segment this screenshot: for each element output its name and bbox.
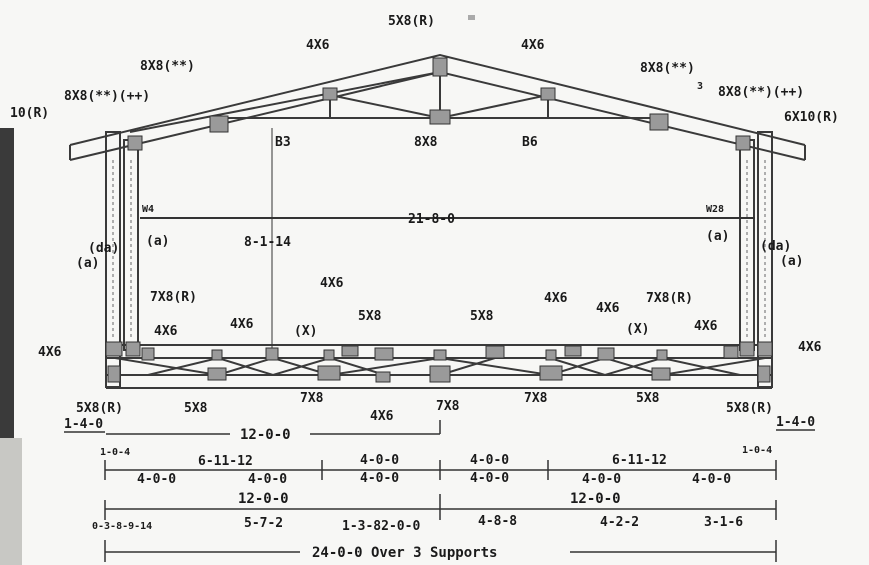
right-8x8-label: 8X8(**) (640, 61, 695, 76)
dimension-row-3: 12-0-0 12-0-0 (104, 491, 777, 520)
mid-4x6-label: 4X6 (320, 276, 344, 291)
dim-row2-2: 4-0-0 (360, 471, 399, 486)
br-5x8-label: 5X8 (636, 391, 660, 406)
right-8x8-pp-label: 8X8(**)(++) (718, 85, 804, 100)
br-5x8r-label: 5X8(R) (726, 401, 773, 416)
dim-row1-5: 1-0-4 (742, 445, 772, 456)
b-7x8-left-label: 7X8 (300, 391, 324, 406)
a-left-outer-label: (a) (76, 256, 99, 271)
background-photo-strip-light (0, 438, 22, 565)
dimension-row-1: 1-0-4 6-11-12 4-0-0 4-0-0 6-11-12 1-0-4 (100, 445, 777, 480)
dim-row1-0: 1-0-4 (100, 447, 130, 458)
plates (105, 57, 773, 383)
b-7x8-center-label: 7X8 (436, 399, 460, 414)
right-4x6-b-label: 4X6 (596, 301, 620, 316)
dim-row4-0: 0-3-8-9-14 (92, 521, 152, 532)
x-right-label: (X) (626, 322, 649, 337)
bl-5x8-label: 5X8 (184, 401, 208, 416)
clear-span-label: 21-8-0 (408, 212, 455, 227)
dim-row4-1: 5-7-2 (244, 516, 283, 531)
b-4x6-label: 4X6 (370, 409, 394, 424)
dim-row2-5: 4-0-0 (692, 472, 731, 487)
vertical-posts (105, 131, 773, 388)
left-5x8-label: 5X8 (358, 309, 382, 324)
dim-row4-4: 4-2-2 (600, 515, 639, 530)
dim-row1-2: 4-0-0 (360, 453, 399, 468)
post-hatching (112, 160, 766, 340)
dim-row3-0: 12-0-0 (238, 491, 289, 507)
right-4x6-a-label: 4X6 (544, 291, 568, 306)
left-8x8-label: 8X8(**) (140, 59, 195, 74)
w4-label: W4 (142, 204, 154, 215)
overall-dim-label: 24-0-0 Over 3 Supports (312, 545, 497, 561)
dim-row3-1: 12-0-0 (570, 491, 621, 507)
dim-row4-2: 1-3-82-0-0 (342, 519, 420, 534)
dim-row4-5: 3-1-6 (704, 515, 743, 530)
x-left-label: (X) (294, 324, 317, 339)
dim-row2-0: 4-0-0 (137, 472, 176, 487)
dimension-row-2: 4-0-0 4-0-0 4-0-0 4-0-0 4-0-0 4-0-0 (137, 471, 731, 487)
overall-dimension: 24-0-0 Over 3 Supports (104, 540, 777, 562)
left-4x6-lo-label: 4X6 (154, 324, 178, 339)
background-photo-strip (0, 128, 14, 438)
dim-row1-1: 6-11-12 (198, 454, 253, 469)
a-left-inner-label: (a) (146, 234, 169, 249)
top-right-4x6-label: 4X6 (521, 38, 545, 53)
left-10r-label: 10(R) (10, 106, 49, 121)
dim-row1-4: 6-11-12 (612, 453, 667, 468)
dim-row2-4: 4-0-0 (582, 472, 621, 487)
right-8x8-superscript: 3 (697, 81, 703, 92)
left-4x6-mid-label: 4X6 (230, 317, 254, 332)
apex-plate-label: 5X8(R) (388, 14, 435, 29)
b6-label: B6 (522, 135, 538, 150)
right-4x6-lo-label: 4X6 (694, 319, 718, 334)
far-right-4x6-label: 4X6 (798, 340, 822, 355)
a-right-inner-label: (a) (706, 229, 729, 244)
top-chord (69, 53, 806, 161)
bl-5x8r-label: 5X8(R) (76, 401, 123, 416)
left-7x8r-label: 7X8(R) (150, 290, 197, 305)
height-dim-label: 8-1-14 (244, 235, 291, 250)
far-left-4x6-label: 4X6 (38, 345, 62, 360)
dim-row4-3: 4-8-8 (478, 514, 517, 529)
right-5x8-label: 5X8 (470, 309, 494, 324)
dim-row2-3: 4-0-0 (470, 471, 509, 486)
da-left-label: (da) (88, 241, 119, 256)
right-6x10r-label: 6X10(R) (784, 110, 839, 125)
dim-row2-1: 4-0-0 (248, 472, 287, 487)
plate-labels: 5X8(R) 4X6 4X6 8X8(**) 8X8(**)(++) 8X8(*… (10, 14, 839, 424)
overhang-left-label: 1-4-0 (64, 417, 103, 432)
overhang-dims: 1-4-0 1-4-0 12-0-0 (64, 415, 815, 443)
right-7x8r-label: 7X8(R) (646, 291, 693, 306)
a-right-outer-label: (a) (780, 254, 803, 269)
b-7x8-right-label: 7X8 (524, 391, 548, 406)
half-span-left-label: 12-0-0 (240, 427, 291, 443)
top-left-4x6-label: 4X6 (306, 38, 330, 53)
dimension-row-4: 0-3-8-9-14 5-7-2 1-3-82-0-0 4-8-8 4-2-2 … (92, 514, 743, 534)
da-right-label: (da) (760, 239, 791, 254)
center-8x8-label: 8X8 (414, 135, 438, 150)
left-8x8-pp-label: 8X8(**)(++) (64, 89, 150, 104)
dim-row1-3: 4-0-0 (470, 453, 509, 468)
overhang-right-label: 1-4-0 (776, 415, 815, 430)
w28-label: W28 (706, 204, 724, 215)
b3-label: B3 (275, 135, 291, 150)
